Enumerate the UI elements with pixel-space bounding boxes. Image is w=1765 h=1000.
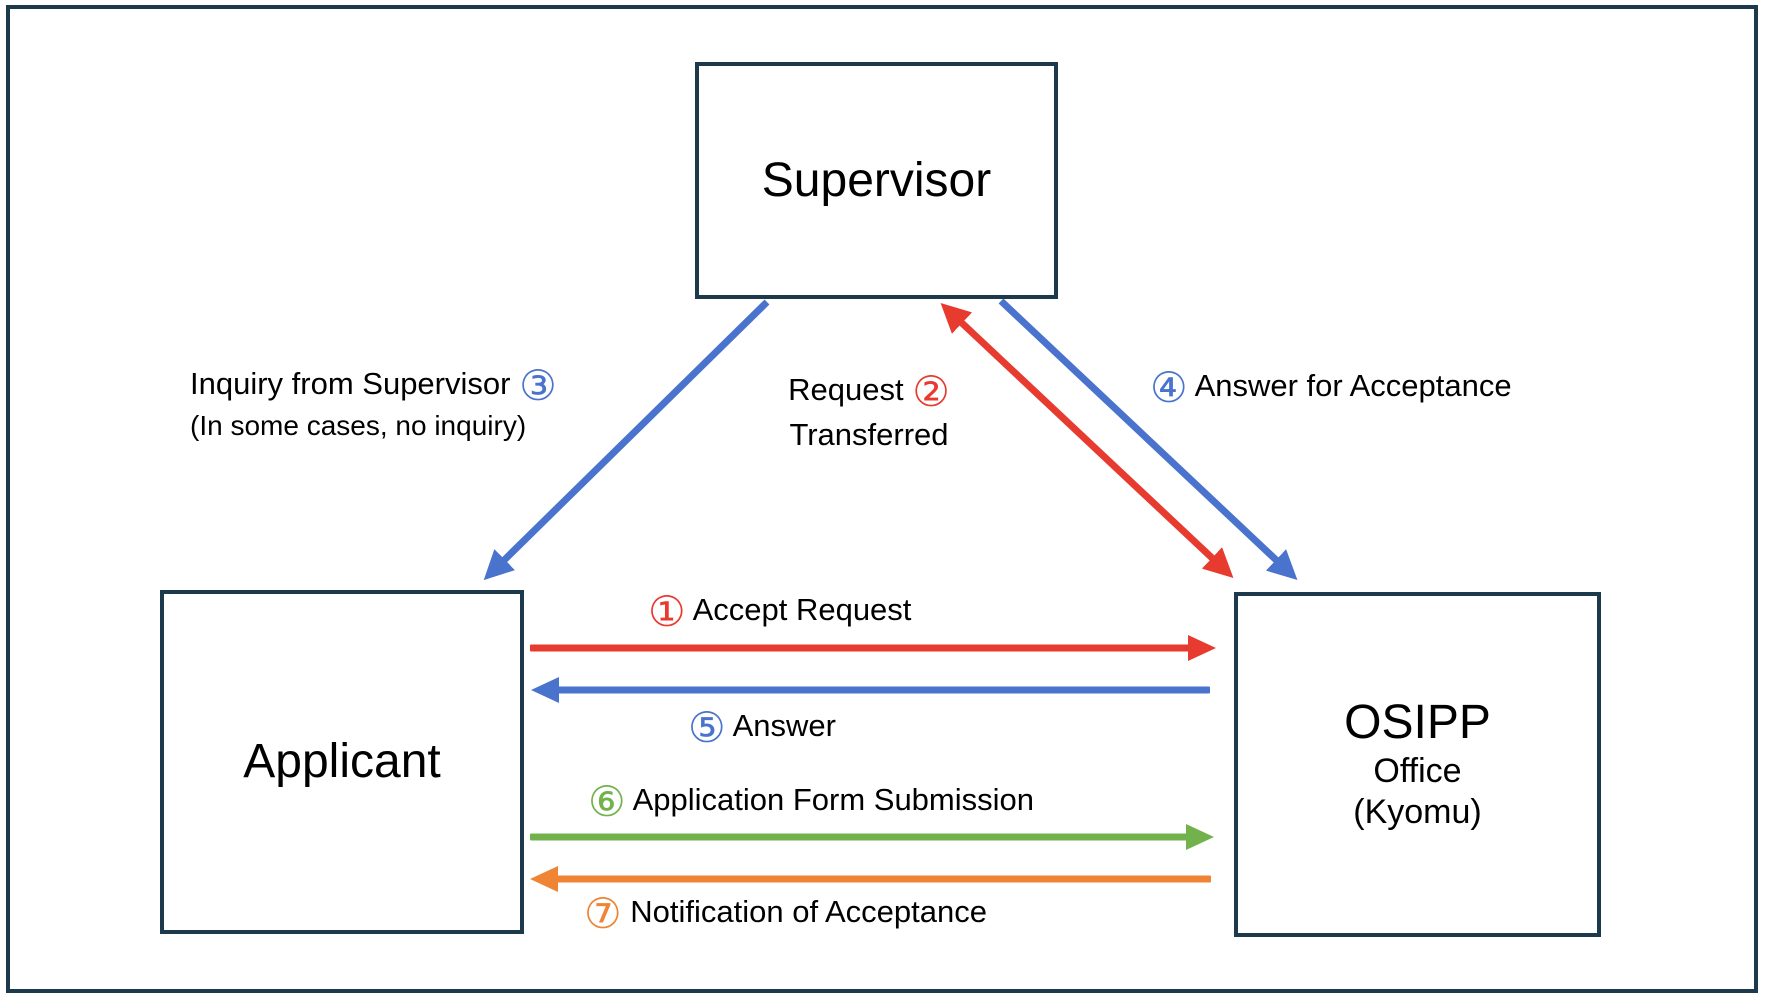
step1-text: Accept Request <box>692 592 912 627</box>
step2-line1: Request ② <box>738 368 1000 413</box>
step2-number: ② <box>912 367 950 416</box>
step2-line2: Transferred <box>789 417 949 452</box>
label-request-transferred: Request ② Transferred <box>738 368 1000 457</box>
supervisor-label: Supervisor <box>761 153 992 207</box>
step1-number: ① <box>648 587 686 636</box>
diagram-outer-border <box>6 5 1758 993</box>
step4-number: ④ <box>1150 363 1188 412</box>
node-osipp-office: OSIPP Office (Kyomu) <box>1234 592 1601 937</box>
arrowhead-left-icon <box>531 677 559 703</box>
osipp-name: OSIPP <box>1344 696 1491 750</box>
node-supervisor: Supervisor <box>695 62 1058 299</box>
step3-line1: Inquiry from Supervisor ③ <box>190 362 557 407</box>
label-accept-request: ① Accept Request <box>648 588 911 633</box>
label-answer-for-acceptance: ④ Answer for Acceptance <box>1150 364 1512 409</box>
arrowhead-right-icon <box>1186 824 1214 850</box>
step6-number: ⑥ <box>588 777 626 826</box>
arrow-application-form-submission <box>530 824 1214 850</box>
node-applicant: Applicant <box>160 590 524 934</box>
step2-text1: Request <box>788 372 904 407</box>
step4-text: Answer for Acceptance <box>1194 368 1512 403</box>
label-answer: ⑤ Answer <box>688 704 836 749</box>
step5-text: Answer <box>732 708 836 743</box>
applicant-label: Applicant <box>243 735 441 789</box>
arrow-answer <box>531 677 1210 703</box>
arrowhead-left-icon <box>530 866 558 892</box>
osipp-sub-kyomu: (Kyomu) <box>1353 793 1482 832</box>
step7-number: ⑦ <box>584 889 622 938</box>
step3-number: ③ <box>519 361 557 410</box>
step5-number: ⑤ <box>688 703 726 752</box>
arrow-shaft <box>552 875 1211 883</box>
arrow-shaft <box>530 833 1192 841</box>
arrow-notification-of-acceptance <box>530 866 1211 892</box>
label-inquiry-from-supervisor: Inquiry from Supervisor ③ (In some cases… <box>190 362 557 445</box>
arrowhead-right-icon <box>1188 635 1216 661</box>
step3-note: (In some cases, no inquiry) <box>190 410 527 441</box>
step3-text: Inquiry from Supervisor <box>190 366 511 401</box>
step7-text: Notification of Acceptance <box>630 894 987 929</box>
label-notification-of-acceptance: ⑦ Notification of Acceptance <box>584 890 987 935</box>
osipp-sub-office: Office <box>1373 751 1462 790</box>
label-application-form-submission: ⑥ Application Form Submission <box>588 778 1034 823</box>
step6-text: Application Form Submission <box>632 782 1035 817</box>
arrow-accept-request <box>530 635 1216 661</box>
arrow-shaft <box>530 644 1194 652</box>
arrow-shaft <box>553 686 1210 694</box>
